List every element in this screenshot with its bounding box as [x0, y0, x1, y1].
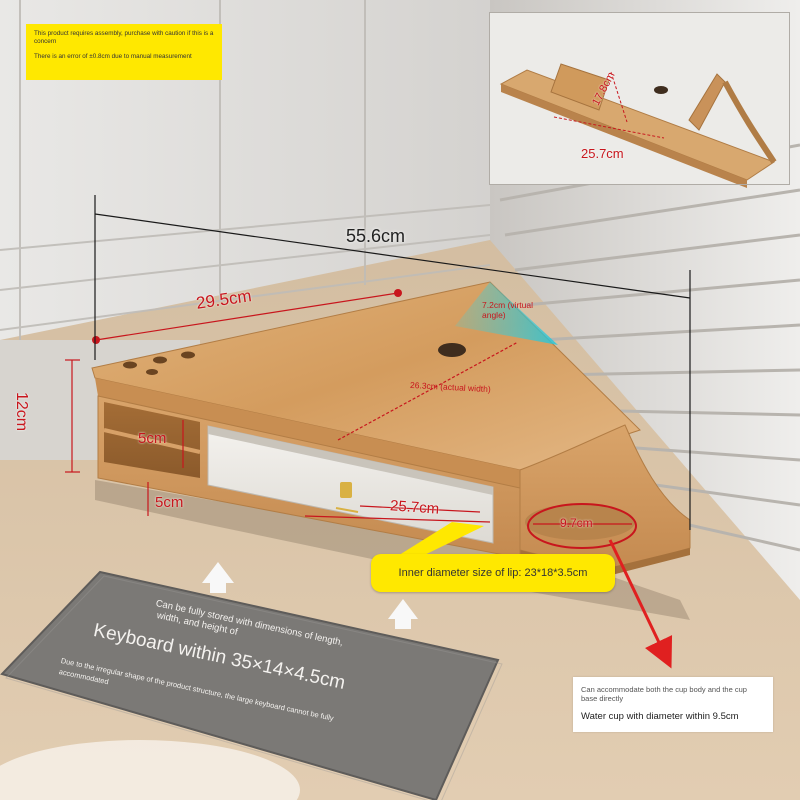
inset-left-divider	[550, 63, 610, 111]
dimension-lines-black	[94, 195, 691, 530]
cable-hole	[438, 343, 466, 357]
virtual-angle-label: 7.2cm (virtual angle)	[482, 300, 534, 320]
keyboard-mat	[0, 570, 500, 800]
cup-holder-recess	[525, 504, 635, 540]
shelf-top-edge	[95, 378, 520, 488]
height-label: 12cm	[13, 392, 30, 432]
drawer-width-label: 25.7cm	[389, 497, 440, 518]
drawer-callout: Inner diameter size of lip: 23*18*3.5cm	[371, 554, 615, 592]
pen-holes	[123, 351, 195, 375]
callout-pointer	[388, 522, 484, 562]
virtual-angle-marker	[455, 282, 558, 345]
shelf-gap-label: 5cm	[138, 430, 167, 447]
left-wall	[0, 0, 490, 340]
total-width-label: 55.6cm	[346, 226, 406, 246]
drawer-lock-icon	[340, 482, 352, 498]
cup-note-small: Can accommodate both the cup body and th…	[581, 685, 747, 703]
cup-arrow	[608, 539, 673, 669]
cup-note-main: Water cup with diameter within 9.5cm	[581, 711, 739, 722]
up-arrow-icon	[202, 562, 234, 593]
base-gap-label: 5cm	[155, 494, 184, 511]
dimension-lines-red	[65, 292, 632, 525]
cup-note: Can accommodate both the cup body and th…	[573, 677, 773, 732]
inset-frame	[489, 12, 790, 185]
up-arrow-icon	[388, 599, 418, 629]
assembly-note-line2: There is an error of ±0.8cm due to manua…	[34, 52, 192, 60]
inset-width-label: 25.7cm	[581, 146, 624, 161]
assembly-note: This product requires assembly, purchase…	[26, 24, 222, 80]
cup-diameter-label: 9.7cm	[560, 516, 593, 530]
assembly-note-line1: This product requires assembly, purchase…	[34, 30, 214, 46]
cup-diameter-ring	[527, 503, 637, 549]
